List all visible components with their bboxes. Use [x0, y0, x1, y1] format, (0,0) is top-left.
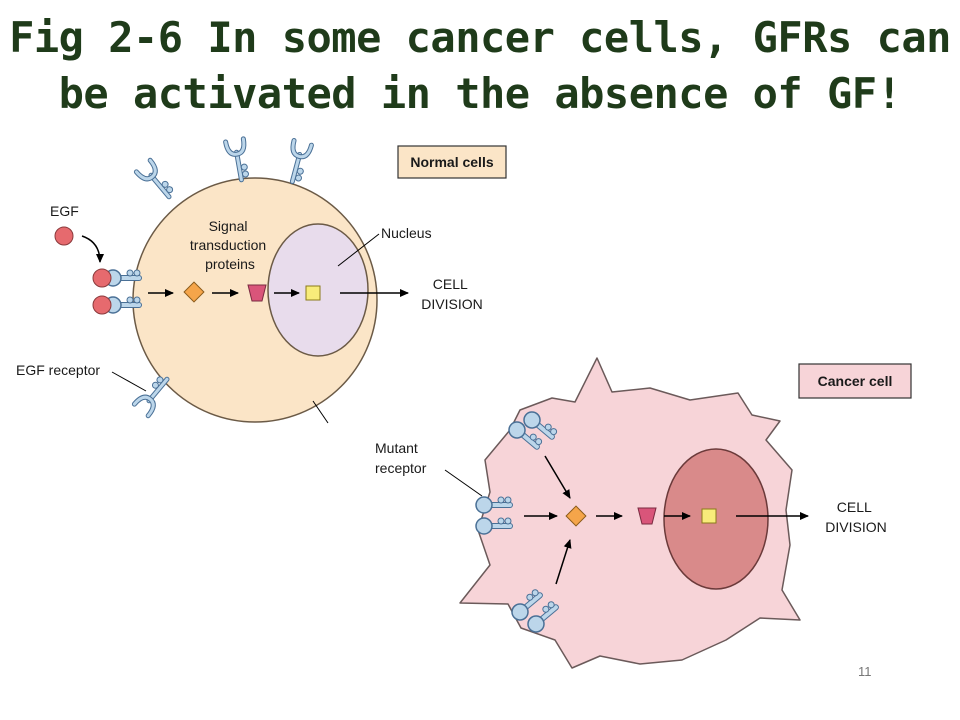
page-number: 11 — [858, 664, 872, 679]
normal-cells-badge-label: Normal cells — [410, 154, 493, 170]
signal-arrow — [544, 455, 571, 499]
transcription-factor-icon — [305, 285, 321, 301]
mutant-receptor-pointer — [444, 469, 483, 497]
egf-binding-arrow — [81, 235, 104, 263]
cancer-cell-body — [459, 357, 801, 669]
cancer-cell-panel: Cancer cell Mutant receptor CELL DIVISIO… — [375, 357, 912, 669]
signal-transduction-label: Signal transduction proteins — [190, 218, 270, 272]
title-line-1: Fig 2-6 In some cancer cells, GFRs can — [9, 13, 951, 62]
slide-title: Fig 2-6 In some cancer cells, GFRs can b… — [0, 10, 960, 122]
egf-receptor-label: EGF receptor — [16, 362, 100, 378]
kinase-diamond-icon — [565, 505, 587, 527]
receptor-icon — [136, 160, 176, 202]
egf-label: EGF — [50, 203, 79, 219]
signal-protein-icon — [637, 507, 657, 525]
egf-molecule-icon — [54, 226, 74, 246]
cancer-cell-badge — [798, 363, 912, 399]
cancer-cell-division-label: CELL DIVISION — [825, 499, 886, 535]
receptor-icon — [134, 373, 174, 415]
mutant-receptor-label: Mutant receptor — [375, 440, 427, 476]
normal-cell-panel: Normal cells EGF Signal transduction pro… — [16, 139, 507, 424]
transcription-factor-icon — [701, 508, 717, 524]
kinase-diamond-icon — [183, 281, 205, 303]
signal-protein-icon — [247, 284, 267, 302]
nucleus-pointer — [337, 233, 380, 267]
normal-cells-badge — [397, 145, 507, 179]
nucleus-label: Nucleus — [381, 225, 432, 241]
cell-membrane-pointer — [312, 400, 329, 424]
egf-molecule-icon — [92, 268, 112, 288]
egf-receptor-pointer — [111, 371, 147, 392]
receptor-icon — [226, 139, 251, 182]
signal-arrow — [555, 539, 572, 585]
egf-molecule-icon — [92, 295, 112, 315]
title-line-2: be activated in the absence of GF! — [58, 69, 902, 118]
cancer-cell-badge-label: Cancer cell — [818, 373, 893, 389]
normal-cell-division-label: CELL DIVISION — [421, 276, 482, 312]
receptor-icon — [284, 141, 312, 184]
